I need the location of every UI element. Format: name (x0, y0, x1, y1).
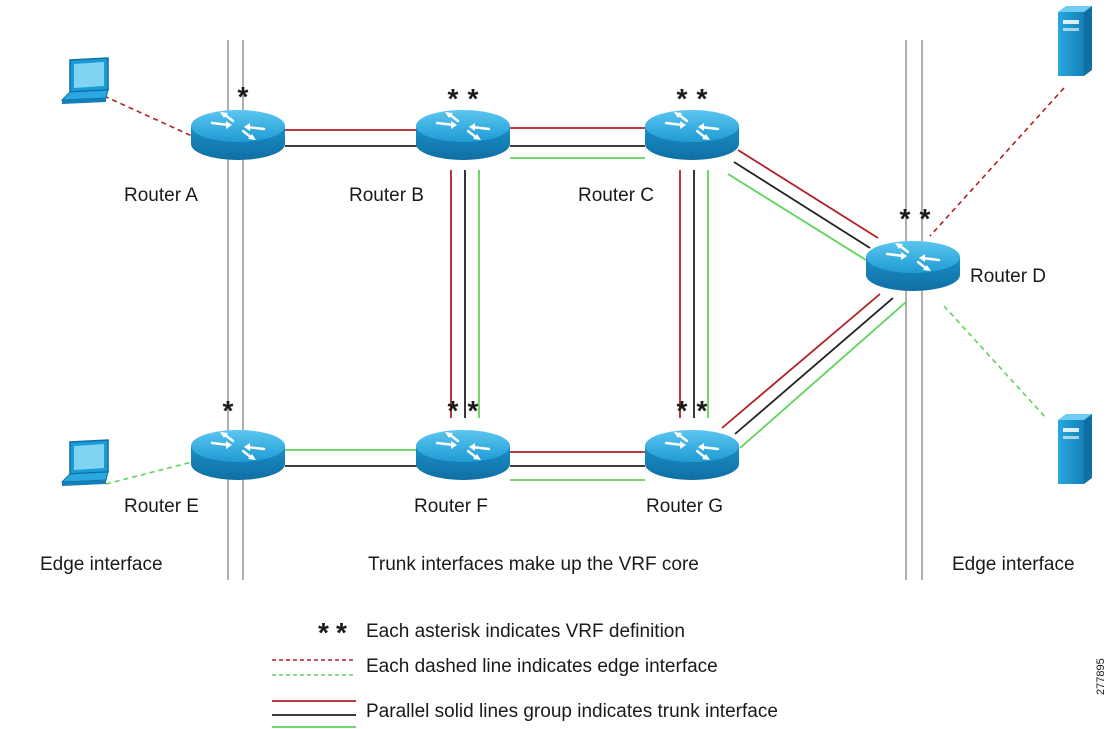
router-a-label: Router A (124, 185, 198, 206)
edge-link-laptop-a (103, 95, 193, 137)
vrf-asterisk-f-green: * (448, 395, 459, 426)
server-top-right (1058, 6, 1092, 76)
legend-asterisk-text: Each asterisk indicates VRF definition (366, 621, 685, 642)
edge-link-server-bottom-d (943, 305, 1047, 419)
vrf-asterisk-b-red: * (468, 83, 479, 114)
router-d (864, 239, 962, 293)
trunk-b-f (450, 170, 480, 418)
router-g-label: Router G (646, 496, 723, 517)
edge-link-laptop-e (105, 461, 193, 485)
vrf-asterisk-c-red: * (697, 83, 708, 114)
router-f-label: Router F (414, 496, 488, 517)
router-b (414, 108, 512, 162)
vrf-asterisks: * * * * * * * * * * * * (223, 81, 931, 426)
trunk-d-g (721, 293, 907, 449)
caption-right-edge: Edge interface (952, 554, 1075, 575)
server-bottom-right (1058, 414, 1092, 484)
figure-id: 277895 (1095, 658, 1107, 695)
legend-dashed-text: Each dashed line indicates edge interfac… (366, 656, 718, 677)
router-g (643, 428, 741, 482)
router-e-label: Router E (124, 496, 199, 517)
trunk-c-d (727, 149, 879, 261)
trunk-a-b (285, 129, 418, 147)
vrf-asterisk-f-red: * (468, 395, 479, 426)
trunk-c-g (679, 170, 709, 418)
laptop-bottom-left (61, 439, 109, 487)
router-f (414, 428, 512, 482)
trunk-b-c (510, 127, 645, 159)
legend-solid-text: Parallel solid lines group indicates tru… (366, 701, 778, 722)
edge-link-server-top-d (929, 87, 1065, 237)
laptop-top-left (61, 57, 109, 105)
router-b-label: Router B (349, 185, 424, 206)
vrf-asterisk-b-green: * (448, 83, 459, 114)
router-e (189, 428, 287, 482)
vrf-asterisk-g-green: * (677, 395, 688, 426)
vrf-asterisk-e-green: * (223, 395, 234, 426)
router-a (189, 108, 287, 162)
vrf-asterisk-g-red: * (697, 395, 708, 426)
trunk-f-g (510, 451, 645, 481)
edge-boundary-right (905, 40, 923, 580)
vrf-asterisk-d-green: * (900, 203, 911, 234)
legend-asterisk-red-icon: * (336, 617, 347, 648)
vrf-asterisk-c-green: * (677, 83, 688, 114)
trunk-e-f (285, 449, 418, 467)
caption-core: Trunk interfaces make up the VRF core (368, 554, 699, 575)
legend-asterisk-green-icon: * (318, 617, 329, 648)
vrf-asterisk-d-red: * (920, 203, 931, 234)
caption-left-edge: Edge interface (40, 554, 163, 575)
router-c-label: Router C (578, 185, 654, 206)
vrf-asterisk-a-red: * (238, 81, 249, 112)
router-d-label: Router D (970, 266, 1046, 287)
router-c (643, 108, 741, 162)
legend: * * Each asterisk indicates VRF definiti… (272, 617, 778, 728)
